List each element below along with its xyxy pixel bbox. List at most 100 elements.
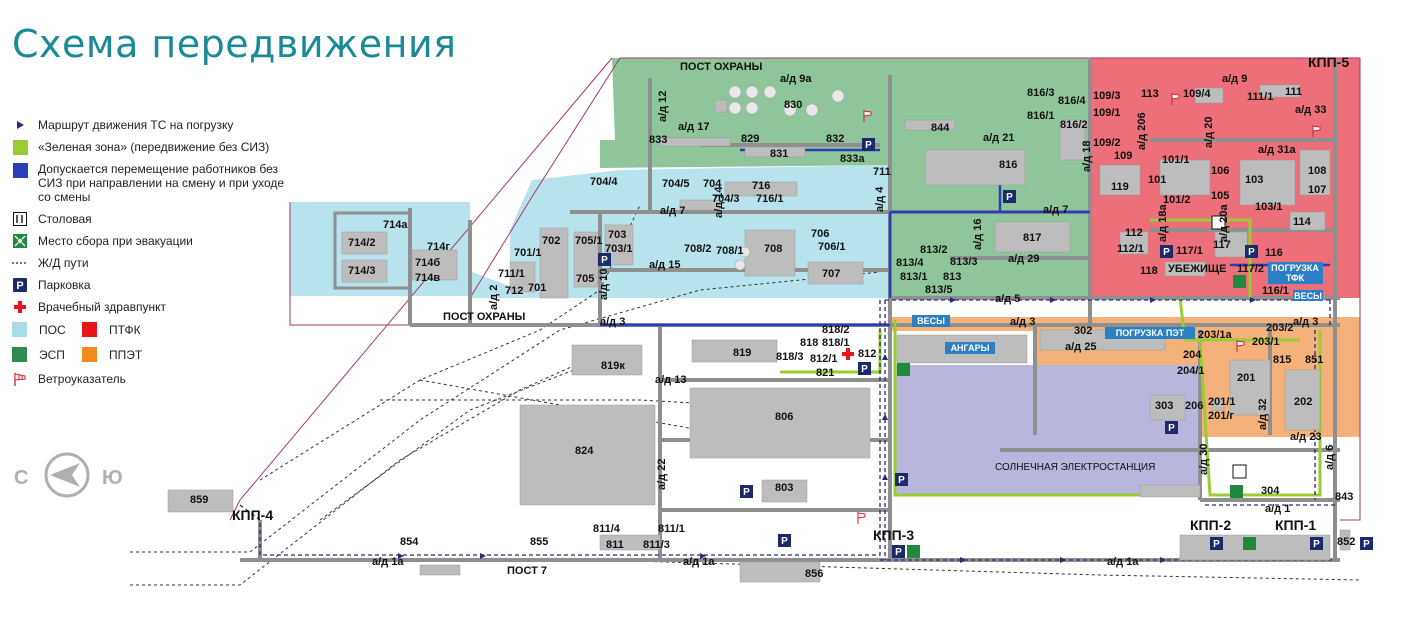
road-2: а/д 2	[488, 285, 500, 310]
svg-text:P: P	[1006, 192, 1013, 203]
road-15: а/д 15	[649, 259, 680, 271]
legend-route: Маршрут движения ТС на погрузку	[12, 118, 302, 132]
road-labels: а/д 9а а/д 12 а/д 17 а/д 4 а/д 21 а/д 18…	[372, 73, 1336, 568]
legend-no-ppe-label: Допускается перемещение работников без С…	[38, 162, 285, 204]
legend-windsock-label: Ветроуказатель	[38, 372, 126, 386]
building-101: 101	[1148, 174, 1166, 186]
building-206: 206	[1185, 400, 1203, 412]
map-legend: Маршрут движения ТС на погрузку «Зеленая…	[12, 118, 302, 394]
railway-line-icon	[12, 262, 28, 264]
building-117-1: 117/1	[1176, 245, 1203, 257]
medical-cross-marker	[842, 348, 854, 360]
road-1: а/д 1	[1265, 503, 1290, 515]
building-714b: 714б	[415, 257, 440, 269]
building-806: 806	[775, 411, 793, 423]
zone-ptfk	[1090, 58, 1360, 298]
road-23: а/д 23	[1290, 431, 1321, 443]
legend-assembly-label: Место сбора при эвакуации	[38, 234, 193, 248]
assembly-point-markers	[897, 275, 1256, 558]
building-817: 817	[1023, 232, 1041, 244]
road-29: а/д 29	[1008, 253, 1039, 265]
road-14: а/д 14	[713, 186, 725, 218]
building-701: 701	[528, 282, 546, 294]
road-12: а/д 12	[657, 91, 669, 122]
building-201-1: 201/1	[1208, 396, 1236, 408]
ptfk-swatch	[82, 322, 97, 337]
security-post-west: ПОСТ ОХРАНЫ	[443, 311, 526, 323]
building-113: 113	[1141, 88, 1159, 100]
building-704-4: 704/4	[590, 176, 618, 188]
compass-arrow-icon	[50, 463, 80, 487]
road-25: а/д 25	[1065, 341, 1096, 353]
building-203-2: 203/2	[1266, 322, 1294, 334]
building-111-1: 111/1	[1247, 91, 1273, 103]
checkpoint-kpp5: КПП-5	[1308, 54, 1349, 70]
building-112-1: 112/1	[1117, 243, 1144, 255]
svg-text:P: P	[1248, 247, 1255, 258]
building-706-1: 706/1	[818, 241, 846, 253]
building-107: 107	[1308, 184, 1326, 196]
road-1a-west: а/д 1а	[372, 556, 404, 568]
road-4: а/д 4	[874, 186, 886, 212]
road-17: а/д 17	[678, 121, 709, 133]
road-7a: а/д 7	[660, 205, 685, 217]
building-816-4: 816/4	[1058, 95, 1086, 107]
site-boundary-south	[229, 57, 613, 521]
building-704: 704	[703, 178, 722, 190]
legend-route-label: Маршрут движения ТС на погрузку	[38, 118, 234, 132]
building-716: 716	[752, 180, 770, 192]
compass-north-label: С	[14, 467, 28, 489]
building-812-1: 812/1	[810, 353, 838, 365]
legend-railway-label: Ж/Д пути	[38, 256, 89, 270]
legend-canteen-label: Столовая	[38, 212, 92, 226]
building-813-2: 813/2	[920, 244, 948, 256]
building-101-2: 101/2	[1163, 194, 1191, 206]
building-714v: 714в	[415, 272, 440, 284]
road-18a: а/д 18а	[1157, 204, 1169, 242]
building-816-3: 816/3	[1027, 87, 1055, 99]
legend-medical-label: Врачебный здравпункт	[38, 300, 167, 314]
road-3b: а/д 3	[1010, 316, 1035, 328]
legend-canteen: Столовая	[12, 212, 302, 226]
building-203-1: 203/1	[1252, 336, 1280, 348]
building-852: 852	[1337, 536, 1355, 548]
building-303: 303	[1155, 400, 1173, 412]
building-111: 111	[1285, 86, 1302, 98]
building-117-2: 117/2	[1237, 263, 1264, 275]
building-819k: 819к	[601, 360, 625, 372]
compass: С Ю	[12, 450, 132, 500]
building-108: 108	[1308, 165, 1326, 177]
road-13: а/д 13	[655, 374, 686, 386]
facility-badges	[912, 262, 1323, 354]
building-833: 833	[649, 134, 667, 146]
svg-text:P: P	[16, 280, 23, 292]
building-109-2: 109/2	[1093, 137, 1121, 149]
legend-pos-label: ПОС	[39, 322, 66, 337]
legend-green-zone: «Зеленая зона» (передвижение без СИЗ)	[12, 139, 302, 155]
facility-tfk-loading-2: ТФК	[1286, 273, 1305, 283]
svg-text:P: P	[865, 140, 872, 151]
building-811: 811	[606, 539, 624, 551]
building-703: 703	[608, 229, 626, 241]
svg-text:P: P	[861, 364, 868, 375]
building-711: 711	[873, 166, 891, 178]
building-109-3: 109/3	[1093, 90, 1121, 102]
road-1a-east: а/д 1а	[1107, 556, 1139, 568]
building-818: 818	[800, 337, 818, 349]
building-204-1: 204/1	[1177, 365, 1205, 377]
svg-text:P: P	[1313, 539, 1320, 550]
assembly-point-icon	[13, 234, 27, 248]
svg-text:P: P	[1213, 539, 1220, 550]
building-859: 859	[190, 494, 208, 506]
building-813-1: 813/1	[900, 271, 928, 283]
road-31a: а/д 31а	[1258, 144, 1296, 156]
legend-esp-label: ЭСП	[39, 347, 65, 362]
road-9: а/д 9	[1222, 73, 1247, 85]
ppet-swatch	[82, 347, 97, 362]
canteen-icon	[13, 212, 27, 226]
building-813-3: 813/3	[950, 256, 978, 268]
road-21: а/д 21	[983, 132, 1014, 144]
road-3a: а/д 3	[600, 316, 625, 328]
legend-ppet-label: ППЭТ	[109, 347, 143, 362]
